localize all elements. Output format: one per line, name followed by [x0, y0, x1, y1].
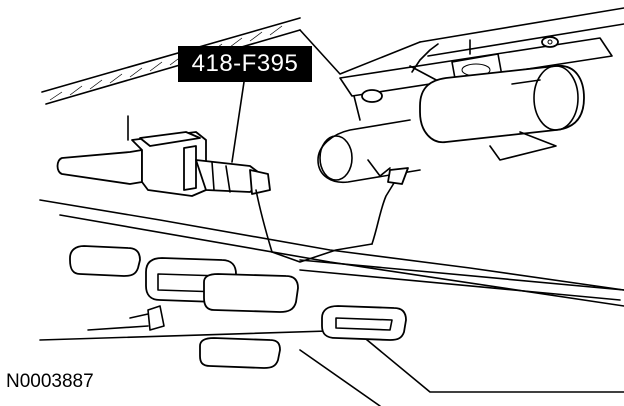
wiring-harness	[271, 43, 439, 263]
figure-id: N0003887	[6, 371, 94, 392]
floor-panel-lines	[39, 7, 624, 406]
upper-left-hatched-edge	[41, 17, 301, 105]
tool-callout-label: 418-F395	[178, 46, 312, 82]
callout-leader	[231, 81, 245, 163]
cylinder-component	[317, 65, 585, 184]
floor-pan-pockets	[69, 245, 407, 369]
tool-418-f395	[56, 131, 273, 253]
